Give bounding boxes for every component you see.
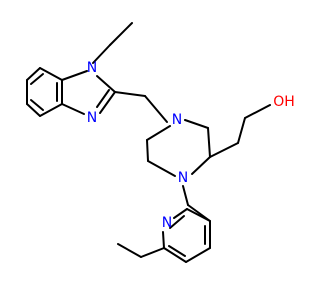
bond: [162, 231, 165, 249]
bond: [109, 22, 133, 46]
bond: [184, 119, 209, 129]
atom-n1-piperazine-label: N: [178, 170, 188, 186]
bond: [96, 75, 116, 93]
bond: [209, 142, 239, 158]
atom-n4-label: N: [172, 112, 182, 128]
bond: [146, 139, 149, 162]
bond: [140, 247, 165, 258]
bond: [39, 103, 63, 117]
bond: [26, 103, 41, 117]
bond: [61, 70, 88, 81]
bond-layer: [26, 22, 271, 263]
atom-hydroxyl-label: OH: [273, 94, 295, 110]
bond: [39, 67, 63, 81]
bond: [168, 245, 186, 257]
bond: [186, 208, 211, 222]
bond: [244, 104, 271, 119]
bond: [117, 243, 142, 258]
bond: [30, 73, 44, 85]
bond: [173, 208, 188, 219]
bond: [147, 160, 176, 177]
bond: [30, 99, 44, 111]
bond: [92, 44, 111, 64]
bond: [96, 89, 110, 108]
bond: [163, 247, 187, 263]
bond: [182, 185, 189, 206]
bond: [191, 156, 211, 175]
bond: [207, 127, 211, 158]
bond: [61, 103, 85, 115]
molecule-structure-diagram: N N N N N OH: [26, 22, 295, 263]
bond: [146, 125, 171, 141]
atom-pyridine-n-label: N: [162, 215, 172, 231]
bond: [114, 91, 146, 97]
atom-n3-label: N: [87, 110, 97, 126]
bond: [26, 67, 41, 81]
bond: [185, 247, 211, 263]
atom-n1-label: N: [87, 60, 97, 76]
bond: [237, 117, 246, 144]
bond: [144, 95, 168, 123]
bond: [169, 215, 185, 229]
atom-label-layer: N N N N N OH: [87, 60, 295, 231]
bond: [99, 91, 116, 114]
